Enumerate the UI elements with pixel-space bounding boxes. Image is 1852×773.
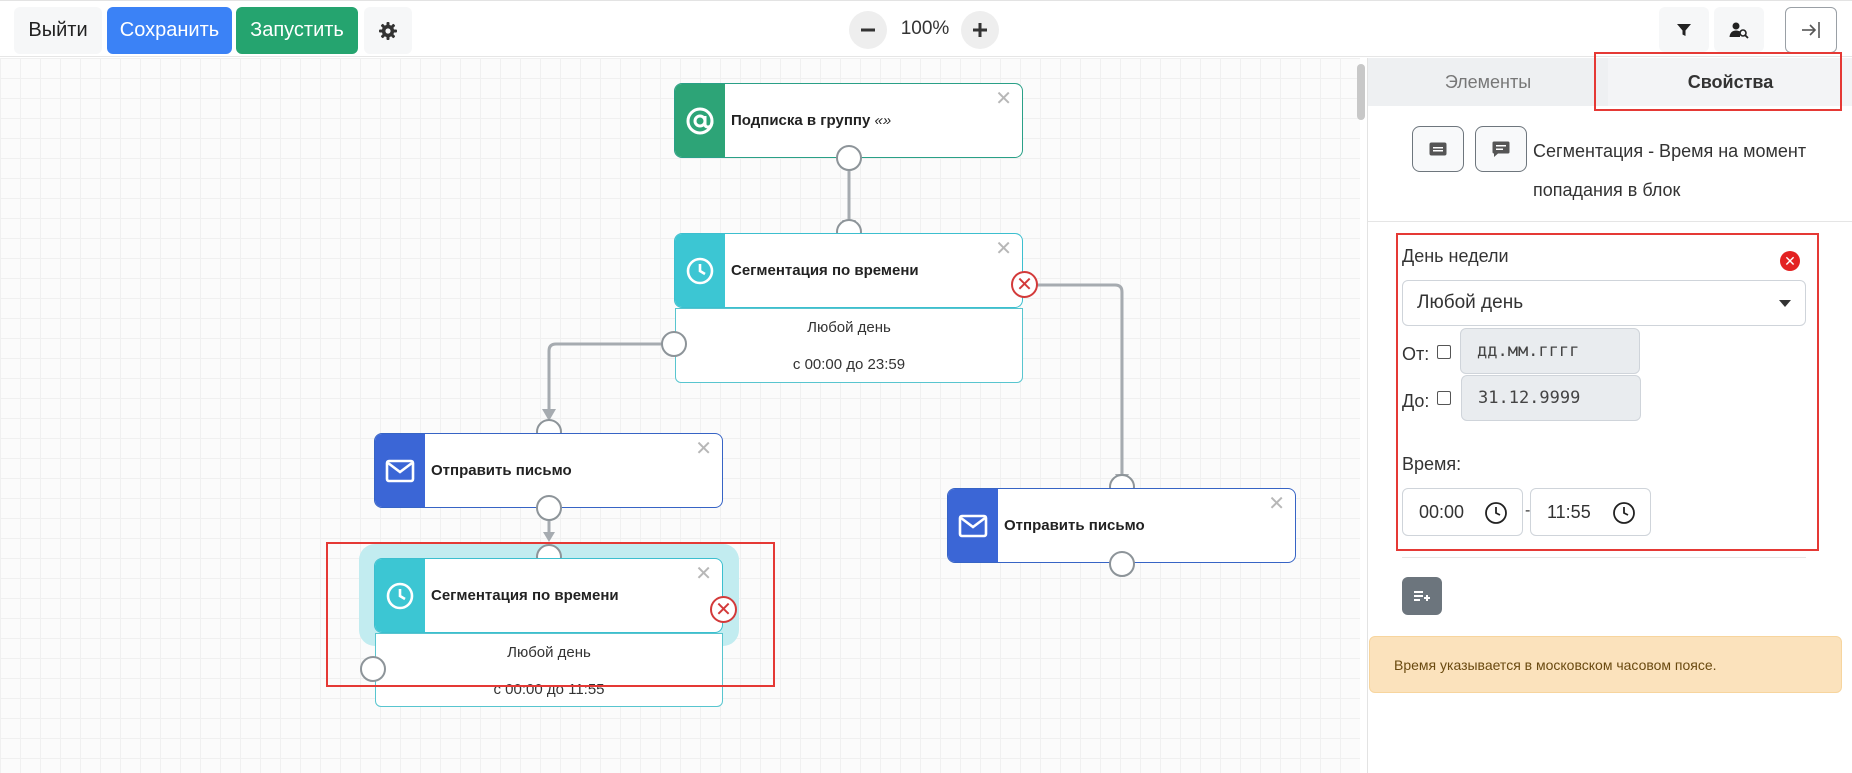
segment-day-text: Любой день xyxy=(807,319,891,336)
node-segment-details: Любой день с 00:00 до 11:55 xyxy=(375,633,723,707)
day-of-week-select[interactable]: Любой день xyxy=(1402,280,1806,326)
node-icon-box xyxy=(375,559,425,632)
canvas-scrollbar[interactable] xyxy=(1357,64,1365,120)
gear-icon xyxy=(379,21,397,40)
day-of-week-label: День недели xyxy=(1402,246,1509,266)
close-icon[interactable]: ✕ xyxy=(995,88,1012,110)
node-title: Подписка в группу «» xyxy=(731,112,891,129)
run-button[interactable]: Запустить xyxy=(236,7,358,54)
envelope-icon xyxy=(958,514,988,537)
day-of-week-value: Любой день xyxy=(1417,292,1524,313)
node-output-port[interactable] xyxy=(836,145,862,171)
filter-button[interactable] xyxy=(1659,7,1709,52)
arrow-to-right-icon xyxy=(1802,22,1820,38)
divider xyxy=(1368,221,1852,222)
clock-icon xyxy=(1613,502,1635,524)
time-to-value: 11:55 xyxy=(1547,501,1591,522)
from-label: От: xyxy=(1402,344,1430,364)
from-date-input[interactable]: дд.мм.гггг xyxy=(1460,328,1640,374)
to-date-input[interactable]: 31.12.9999 xyxy=(1461,375,1641,421)
node-title: Отправить письмо xyxy=(431,462,572,479)
block-title: Сегментация - Время на момент попадания … xyxy=(1533,141,1807,200)
highlight-box xyxy=(1594,52,1842,111)
arrow-head xyxy=(542,409,556,421)
close-icon[interactable]: ✕ xyxy=(695,563,712,585)
time-separator: - xyxy=(1525,502,1531,519)
playlist-add-icon xyxy=(1414,591,1430,601)
time-label: Время: xyxy=(1402,454,1462,474)
zoom-in-button[interactable] xyxy=(961,11,999,49)
node-title: Отправить письмо xyxy=(1004,517,1145,534)
tab-properties[interactable]: Свойства xyxy=(1608,58,1852,106)
to-checkbox[interactable] xyxy=(1437,391,1451,405)
connection-line xyxy=(1024,283,1124,474)
node-icon-box xyxy=(375,434,425,507)
node-false-port[interactable]: ✕ xyxy=(1011,271,1038,298)
divider xyxy=(1402,557,1806,558)
zoom-level: 100% xyxy=(900,18,950,39)
clock-icon xyxy=(1485,502,1507,524)
comment-icon xyxy=(1492,141,1510,157)
to-label: До: xyxy=(1402,391,1430,411)
flow-node-segment-time[interactable]: Сегментация по времени ✕ xyxy=(674,233,1023,308)
remove-condition-icon[interactable]: ✕ xyxy=(1780,251,1800,271)
block-view-button[interactable] xyxy=(1412,126,1464,172)
tab-elements[interactable]: Элементы xyxy=(1444,71,1532,92)
segment-day-text: Любой день xyxy=(507,644,591,661)
panel-tabs: Элементы Свойства xyxy=(1368,58,1852,106)
chevron-down-icon xyxy=(1779,300,1791,307)
filter-icon xyxy=(1677,23,1691,36)
block-comment-button[interactable] xyxy=(1475,126,1527,172)
minus-icon xyxy=(861,28,875,32)
node-false-port[interactable]: ✕ xyxy=(710,596,737,623)
time-to-input[interactable]: 11:55 xyxy=(1530,488,1651,536)
highlight-box xyxy=(1396,233,1819,551)
card-text-icon xyxy=(1429,142,1447,156)
node-icon-box xyxy=(675,84,725,157)
node-output-port[interactable] xyxy=(1109,551,1135,577)
time-from-value: 00:00 xyxy=(1419,501,1465,522)
arrow-head xyxy=(543,532,555,542)
close-icon[interactable]: ✕ xyxy=(995,238,1012,260)
clock-icon xyxy=(686,257,714,284)
close-icon[interactable]: ✕ xyxy=(1268,493,1285,515)
collapse-panel-button[interactable] xyxy=(1785,7,1837,53)
time-from-input[interactable]: 00:00 xyxy=(1402,488,1523,536)
properties-panel: Элементы Свойства Сегментация - Время на… xyxy=(1367,52,1852,773)
flow-node-segment-time-selected[interactable]: Сегментация по времени ✕ xyxy=(374,558,723,633)
at-icon xyxy=(686,107,714,134)
node-title: Сегментация по времени xyxy=(431,587,619,604)
node-title-text: Подписка в группу xyxy=(731,112,871,129)
settings-button[interactable] xyxy=(364,7,412,54)
clock-icon xyxy=(386,582,414,609)
flow-node-send-email[interactable]: Отправить письмо ✕ xyxy=(374,433,723,508)
connection-line xyxy=(547,342,675,409)
flow-canvas[interactable]: Подписка в группу «» ✕ Любой день с 00:0… xyxy=(0,58,1360,773)
plus-icon xyxy=(973,23,987,37)
from-checkbox[interactable] xyxy=(1437,345,1451,359)
exit-button[interactable]: Выйти xyxy=(14,7,102,54)
close-icon[interactable]: ✕ xyxy=(695,438,712,460)
node-output-port[interactable] xyxy=(536,495,562,521)
node-true-port[interactable] xyxy=(360,656,386,682)
zoom-out-button[interactable] xyxy=(849,11,887,49)
user-search-button[interactable] xyxy=(1714,7,1764,52)
node-true-port[interactable] xyxy=(661,331,687,357)
node-icon-box xyxy=(948,489,998,562)
toolbar: Выйти Сохранить Запустить 100% xyxy=(0,0,1852,57)
highlight-box xyxy=(326,542,775,687)
timezone-notice: Время указывается в московском часовом п… xyxy=(1369,636,1842,693)
node-title: Сегментация по времени xyxy=(731,262,919,279)
add-condition-button[interactable] xyxy=(1402,577,1442,615)
save-button[interactable]: Сохранить xyxy=(107,7,232,54)
node-icon-box xyxy=(675,234,725,307)
envelope-icon xyxy=(385,459,415,482)
node-segment-details: Любой день с 00:00 до 23:59 xyxy=(675,308,1023,383)
segment-time-text: с 00:00 до 23:59 xyxy=(792,356,906,373)
user-search-icon xyxy=(1729,22,1749,39)
node-title-suffix: «» xyxy=(874,112,892,129)
